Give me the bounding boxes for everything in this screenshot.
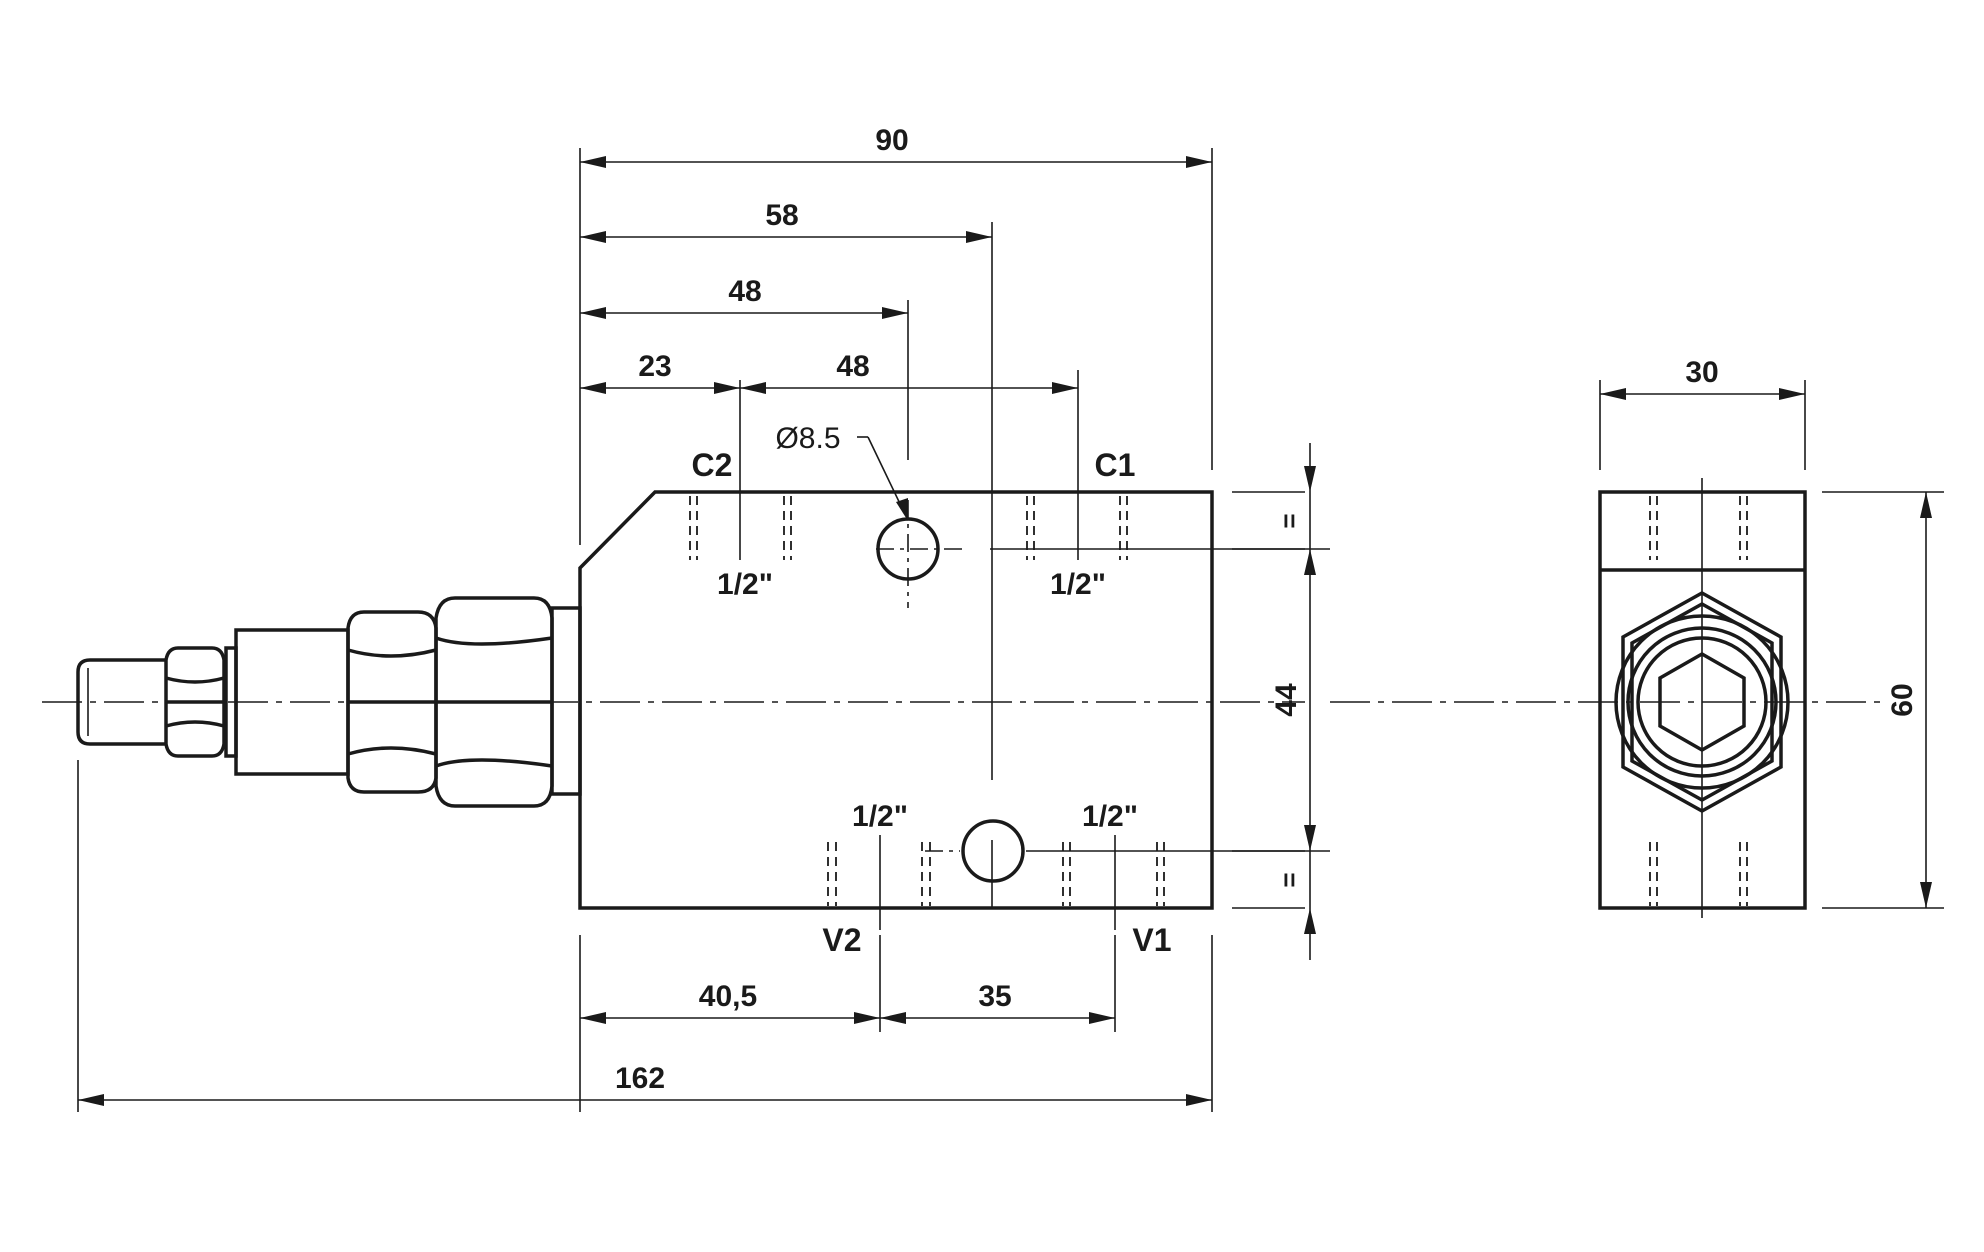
port-v2-bore (827, 842, 931, 906)
thread-c1-label: 1/2" (1050, 568, 1106, 601)
valve-body (578, 490, 1214, 910)
dim-48-top: 48 (580, 275, 908, 319)
equal-mark-top: = (1274, 513, 1304, 528)
dim-90: 90 (580, 124, 1212, 168)
port-v2-label: V2 (822, 922, 861, 958)
port-c2-bore (689, 496, 792, 560)
dim-60-label: 60 (1886, 683, 1919, 716)
port-v1-label: V1 (1132, 922, 1171, 958)
port-c2-label: C2 (692, 447, 733, 483)
dim-58: 58 (580, 199, 992, 243)
port-c1-bore (1026, 496, 1128, 560)
port-v1-bore (1062, 842, 1165, 906)
dim-35-label: 35 (978, 980, 1011, 1013)
thread-v2-label: 1/2" (852, 800, 908, 833)
dim-48-mid: 48 (740, 350, 1078, 394)
side-view (1598, 478, 1807, 918)
dim-48-mid-label: 48 (836, 350, 869, 383)
dim-30: 30 (1599, 356, 1806, 470)
equal-mark-bottom: = (1274, 872, 1304, 887)
mounting-hole-top (876, 500, 968, 608)
dim-23: 23 (580, 350, 740, 394)
hole-diameter-label: Ø8.5 (775, 422, 840, 455)
dim-60: 60 (1822, 491, 1944, 909)
mounting-hole-bottom (925, 819, 1025, 883)
dim-35: 35 (880, 980, 1115, 1024)
port-c1-label: C1 (1095, 447, 1136, 483)
dim-40-5: 40,5 (580, 980, 880, 1024)
dim-44-label: 44 (1270, 683, 1303, 717)
hole-diameter-callout: Ø8.5 (775, 422, 908, 521)
dim-40-5-label: 40,5 (699, 980, 757, 1013)
dim-162: 162 (78, 1062, 1212, 1106)
dim-58-label: 58 (765, 199, 798, 232)
dim-44: 44 = = (1232, 443, 1330, 960)
dim-162-label: 162 (615, 1062, 665, 1095)
dim-23-label: 23 (638, 350, 671, 383)
thread-c2-label: 1/2" (717, 568, 773, 601)
thread-v1-label: 1/2" (1082, 800, 1138, 833)
dim-30-label: 30 (1685, 356, 1718, 389)
dim-48-top-label: 48 (728, 275, 761, 308)
dim-90-label: 90 (875, 124, 908, 157)
extension-lines (77, 148, 1305, 1112)
